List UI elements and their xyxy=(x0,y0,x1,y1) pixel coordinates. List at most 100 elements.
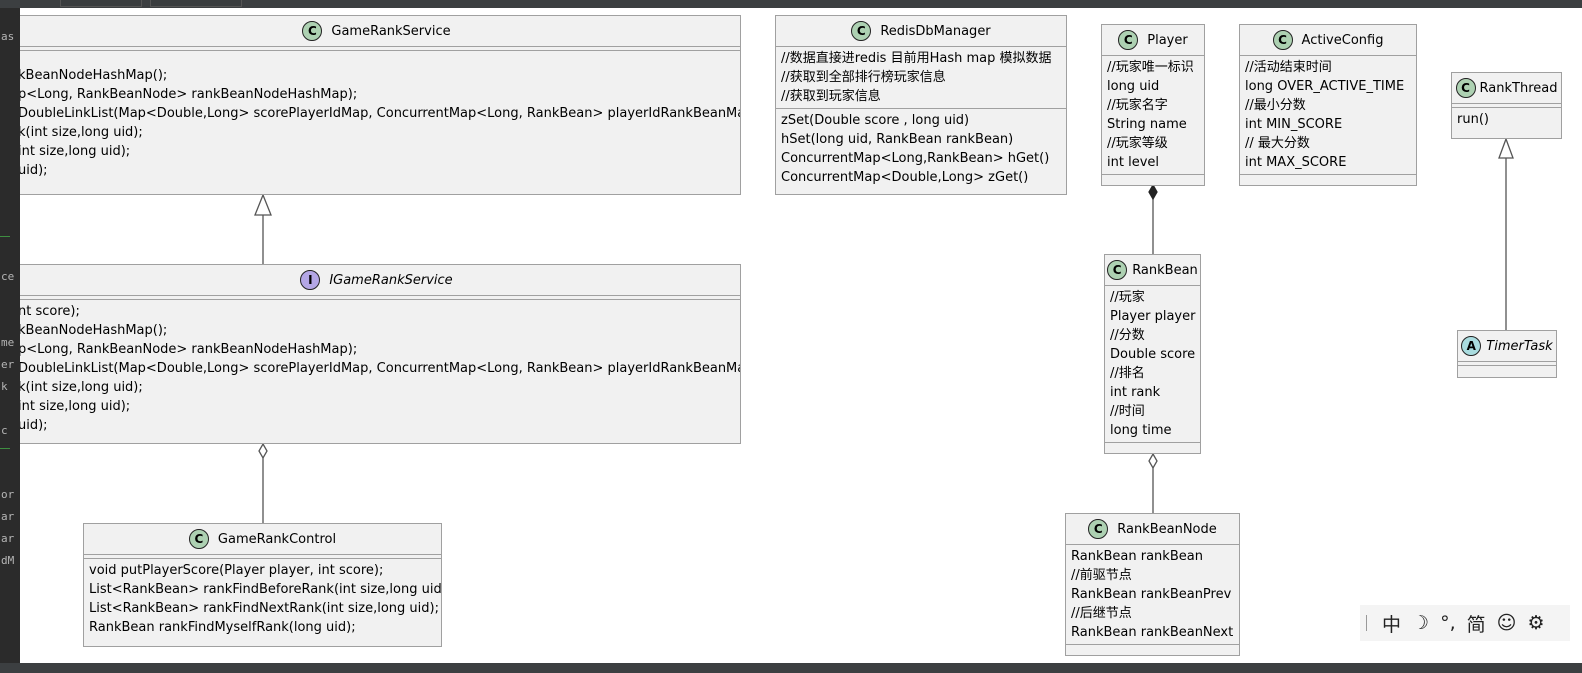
gutter-fragment: ce xyxy=(1,270,15,283)
class-active-config[interactable]: C ActiveConfig //活动结束时间 long OVER_ACTIVE… xyxy=(1239,24,1417,186)
gutter-fragment: k xyxy=(1,380,8,393)
class-name: TimerTask xyxy=(1486,338,1553,354)
class-rank-bean[interactable]: C RankBean //玩家 Player player //分数 Doubl… xyxy=(1104,254,1201,454)
methods-section: void putPlayerScore(Player player, int s… xyxy=(84,559,441,639)
class-name: GameRankControl xyxy=(217,531,337,547)
gutter-fragment: ar xyxy=(1,532,15,545)
method-row: kBeanNodeHashMap(); xyxy=(20,323,168,338)
class-header: C GameRankControl xyxy=(84,524,441,555)
class-badge-icon: C xyxy=(302,21,323,41)
aggregation-igamerankservice-gamerankcontrol xyxy=(258,442,268,523)
class-game-rank-control[interactable]: C GameRankControl void putPlayerScore(Pl… xyxy=(83,523,442,647)
field-row: //数据直接进redis 目前用Hash map 模拟数据 xyxy=(781,51,1052,66)
method-row: int size,long uid); xyxy=(20,144,131,159)
field-row: RankBean rankBeanPrev xyxy=(1071,587,1232,602)
field-row: //前驱节点 xyxy=(1071,568,1132,583)
fields-section: //玩家 Player player //分数 Double score //排… xyxy=(1105,286,1200,443)
method-row: zSet(Double score , long uid) xyxy=(781,113,970,128)
method-row: List<RankBean> rankFindNextRank(int size… xyxy=(89,601,439,616)
class-header: A TimerTask xyxy=(1458,331,1556,362)
fields-section xyxy=(84,555,441,559)
class-name: Player xyxy=(1147,32,1188,48)
fields-section xyxy=(1452,104,1561,108)
class-header: C RankThread xyxy=(1452,73,1561,104)
field-row: Player player xyxy=(1110,309,1196,324)
field-row: //排名 xyxy=(1110,366,1145,381)
class-header: I IGameRankService xyxy=(20,265,740,296)
method-row: kBeanNodeHashMap(); xyxy=(20,68,168,83)
abstract-class-timer-task[interactable]: A TimerTask xyxy=(1457,330,1557,378)
class-name: RedisDbManager xyxy=(880,23,991,39)
method-row: run() xyxy=(1457,112,1489,127)
methods-section xyxy=(1102,175,1204,178)
field-row: // 最大分数 xyxy=(1245,136,1310,151)
toolbar-tab[interactable] xyxy=(60,0,142,7)
method-row: k(int size,long uid); xyxy=(20,380,143,395)
generalization-igamerankservice-to-gamerankservice xyxy=(254,193,272,264)
method-row: hSet(long uid, RankBean rankBean) xyxy=(781,132,1014,147)
fields-section: RankBean rankBean //前驱节点 RankBean rankBe… xyxy=(1066,545,1239,645)
punctuation-icon[interactable]: °, xyxy=(1440,612,1456,634)
aggregation-rankbean-rankbeannode xyxy=(1148,452,1158,513)
class-rank-thread[interactable]: C RankThread run() xyxy=(1451,72,1562,139)
methods-section xyxy=(1105,443,1200,446)
class-badge-icon: C xyxy=(1272,30,1293,50)
gutter-fragment: er xyxy=(1,358,15,371)
generalization-timertask-to-rankthread xyxy=(1498,137,1514,330)
interface-igame-rank-service[interactable]: I IGameRankService nt score); kBeanNodeH… xyxy=(20,264,741,444)
gutter-fragment: c xyxy=(1,424,8,437)
method-row: DoubleLinkList(Map<Double,Long> scorePla… xyxy=(20,106,741,121)
field-row: RankBean rankBean xyxy=(1071,549,1203,564)
class-name: RankBean xyxy=(1132,262,1198,278)
field-row: //时间 xyxy=(1110,404,1145,419)
method-row: RankBean rankFindMyselfRank(long uid); xyxy=(89,620,356,635)
method-row: uid); xyxy=(20,163,48,178)
class-badge-icon: C xyxy=(1107,260,1128,280)
field-row: int MIN_SCORE xyxy=(1245,117,1343,132)
class-name: GameRankService xyxy=(331,23,451,39)
top-toolbar xyxy=(0,0,1582,8)
composition-player-rankbean xyxy=(1148,183,1158,254)
gear-icon[interactable]: ⚙ xyxy=(1527,612,1545,634)
class-player[interactable]: C Player //玩家唯一标识 long uid //玩家名字 String… xyxy=(1101,24,1205,186)
class-game-rank-service[interactable]: C GameRankService kBeanNodeHashMap(); p<… xyxy=(20,15,741,195)
class-badge-icon: C xyxy=(1455,78,1476,98)
field-row: long time xyxy=(1110,423,1172,438)
emoji-icon[interactable]: ☺ xyxy=(1496,612,1517,634)
field-row: long OVER_ACTIVE_TIME xyxy=(1245,79,1405,94)
field-row: //玩家 xyxy=(1110,290,1145,305)
method-row: uid); xyxy=(20,418,48,433)
class-redis-db-manager[interactable]: C RedisDbManager //数据直接进redis 目前用Hash ma… xyxy=(775,15,1067,195)
gutter-fragment: or xyxy=(1,488,15,501)
chinese-mode-icon[interactable]: 中 xyxy=(1382,613,1402,636)
fields-section: //活动结束时间 long OVER_ACTIVE_TIME //最小分数 in… xyxy=(1240,56,1416,175)
class-badge-icon: C xyxy=(188,529,209,549)
fields-section: //数据直接进redis 目前用Hash map 模拟数据 //获取到全部排行榜… xyxy=(776,47,1066,109)
field-row: //获取到玩家信息 xyxy=(781,89,881,104)
uml-relations xyxy=(254,137,1514,523)
method-row: ConcurrentMap<Double,Long> zGet() xyxy=(781,170,1029,185)
methods-section: zSet(Double score , long uid) hSet(long … xyxy=(776,109,1066,189)
method-row: int size,long uid); xyxy=(20,399,131,414)
field-row: //后继节点 xyxy=(1071,606,1132,621)
class-header: C Player xyxy=(1102,25,1204,56)
method-row: k(int size,long uid); xyxy=(20,125,143,140)
moon-icon[interactable]: ☽ xyxy=(1412,612,1430,634)
method-row: p<Long, RankBeanNode> rankBeanNodeHashMa… xyxy=(20,342,358,357)
method-row: List<RankBean> rankFindBeforeRank(int si… xyxy=(89,582,442,597)
class-header: C RankBean xyxy=(1105,255,1200,286)
fields-section: //玩家唯一标识 long uid //玩家名字 String name //玩… xyxy=(1102,56,1204,175)
fields-section xyxy=(20,47,740,51)
ime-toolbar-handle[interactable] xyxy=(1366,615,1367,631)
methods-section xyxy=(1458,366,1556,369)
fields-section xyxy=(20,296,740,300)
class-badge-icon: C xyxy=(851,21,872,41)
simplified-icon[interactable]: 简 xyxy=(1466,613,1486,636)
methods-section xyxy=(1066,645,1239,648)
ime-toolbar: 中 ☽ °, 简 ☺ ⚙ xyxy=(1360,605,1570,641)
toolbar-tab[interactable] xyxy=(150,0,242,7)
field-row: //分数 xyxy=(1110,328,1145,343)
field-row: int rank xyxy=(1110,385,1161,400)
class-rank-bean-node[interactable]: C RankBeanNode RankBean rankBean //前驱节点 … xyxy=(1065,513,1240,656)
method-row: p<Long, RankBeanNode> rankBeanNodeHashMa… xyxy=(20,87,358,102)
